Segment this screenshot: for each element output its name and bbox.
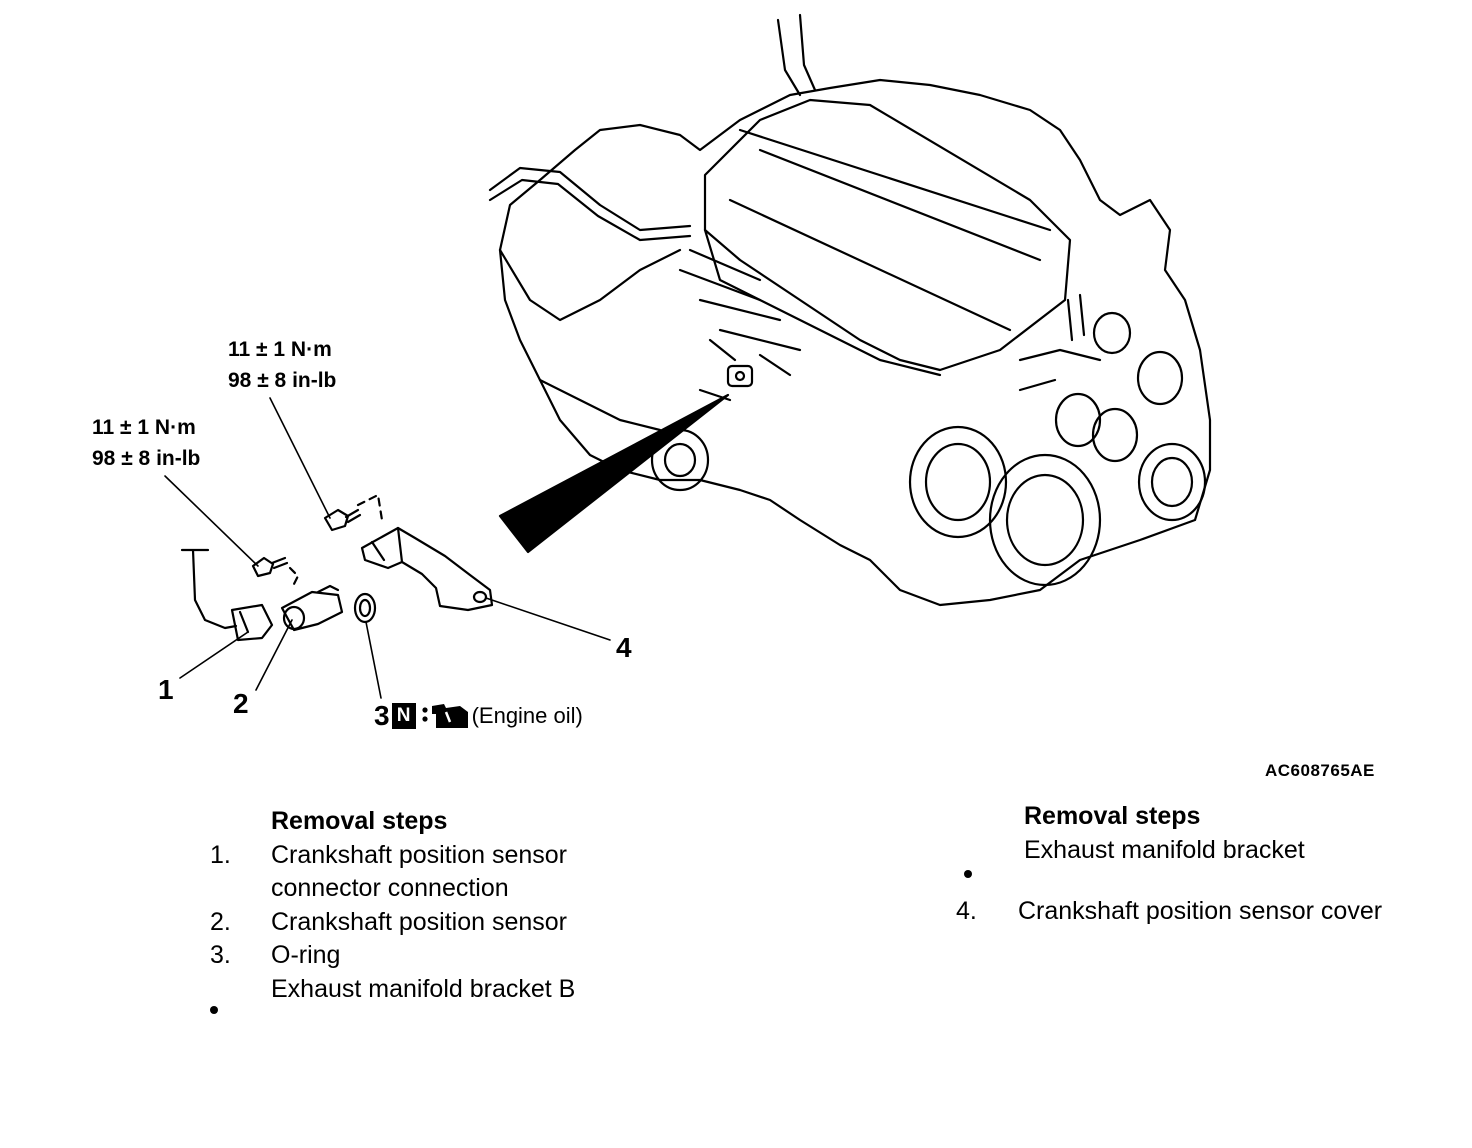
non-reusable-badge: N [391, 703, 416, 729]
bolt-lower [251, 556, 300, 588]
torque-inlb: 98 ± 8 in-lb [228, 369, 337, 392]
figure-reference-code: AC608765AE [1265, 761, 1375, 780]
bolt-upper [323, 493, 384, 532]
torque-label-lower: 11 ± 1 N·m 98 ± 8 in-lb [92, 412, 200, 474]
list-item: Exhaust manifold bracket B [210, 973, 576, 1014]
step-index: 3. [210, 941, 231, 969]
torque-label-upper: 11 ± 1 N·m 98 ± 8 in-lb [228, 334, 336, 396]
callout-2: 2 [233, 688, 249, 719]
step-index: 4. [956, 897, 977, 925]
oil-can-icon [421, 704, 468, 728]
oil-note-text: (Engine oil) [471, 703, 583, 728]
step-text: O-ring [271, 941, 341, 969]
callout-1: 1 [158, 674, 174, 705]
list-item: 3. O-ring [210, 939, 575, 973]
list-item: 1. Crankshaft position sensor connector … [210, 839, 575, 906]
step-text: Crankshaft position sensor [271, 907, 567, 936]
leader-lines [164, 397, 611, 699]
list-item: 4. Crankshaft position sensor cover [956, 895, 1382, 929]
step-index: 1. [210, 840, 231, 869]
crankshaft-position-sensor [280, 584, 344, 632]
bullet-icon [210, 1005, 218, 1014]
detail-pointer [498, 393, 730, 554]
sensor-connector [180, 548, 274, 642]
torque-nm: 11 ± 1 N·m [92, 416, 196, 439]
list-item: Exhaust manifold bracket [956, 834, 1382, 878]
callout-4: 4 [616, 632, 632, 663]
step-text: Exhaust manifold bracket B [271, 974, 576, 1003]
engine-illustration [488, 13, 1212, 607]
removal-steps-left: Removal steps 1. Crankshaft position sen… [210, 805, 576, 1014]
torque-inlb: 98 ± 8 in-lb [92, 447, 201, 470]
list-item: 2. Crankshaft position sensor [210, 906, 575, 940]
step-text: Exhaust manifold bracket [1024, 835, 1305, 864]
removal-steps-heading: Removal steps [271, 807, 448, 835]
callout-3: 3 [374, 700, 390, 731]
sensor-cover [360, 526, 494, 612]
oil-note: 3 N (Engine oil) [374, 700, 583, 732]
bullet-icon [964, 869, 972, 878]
step-text: Crankshaft position sensor [271, 840, 567, 869]
o-ring [353, 592, 377, 624]
step-text: Crankshaft position sensor cover [1018, 897, 1383, 925]
removal-steps-right: Removal steps Exhaust manifold bracket 4… [956, 800, 1382, 929]
torque-nm: 11 ± 1 N·m [228, 338, 332, 361]
step-text: connector connection [271, 874, 509, 902]
step-index: 2. [210, 907, 231, 936]
removal-steps-heading: Removal steps [1024, 802, 1201, 830]
